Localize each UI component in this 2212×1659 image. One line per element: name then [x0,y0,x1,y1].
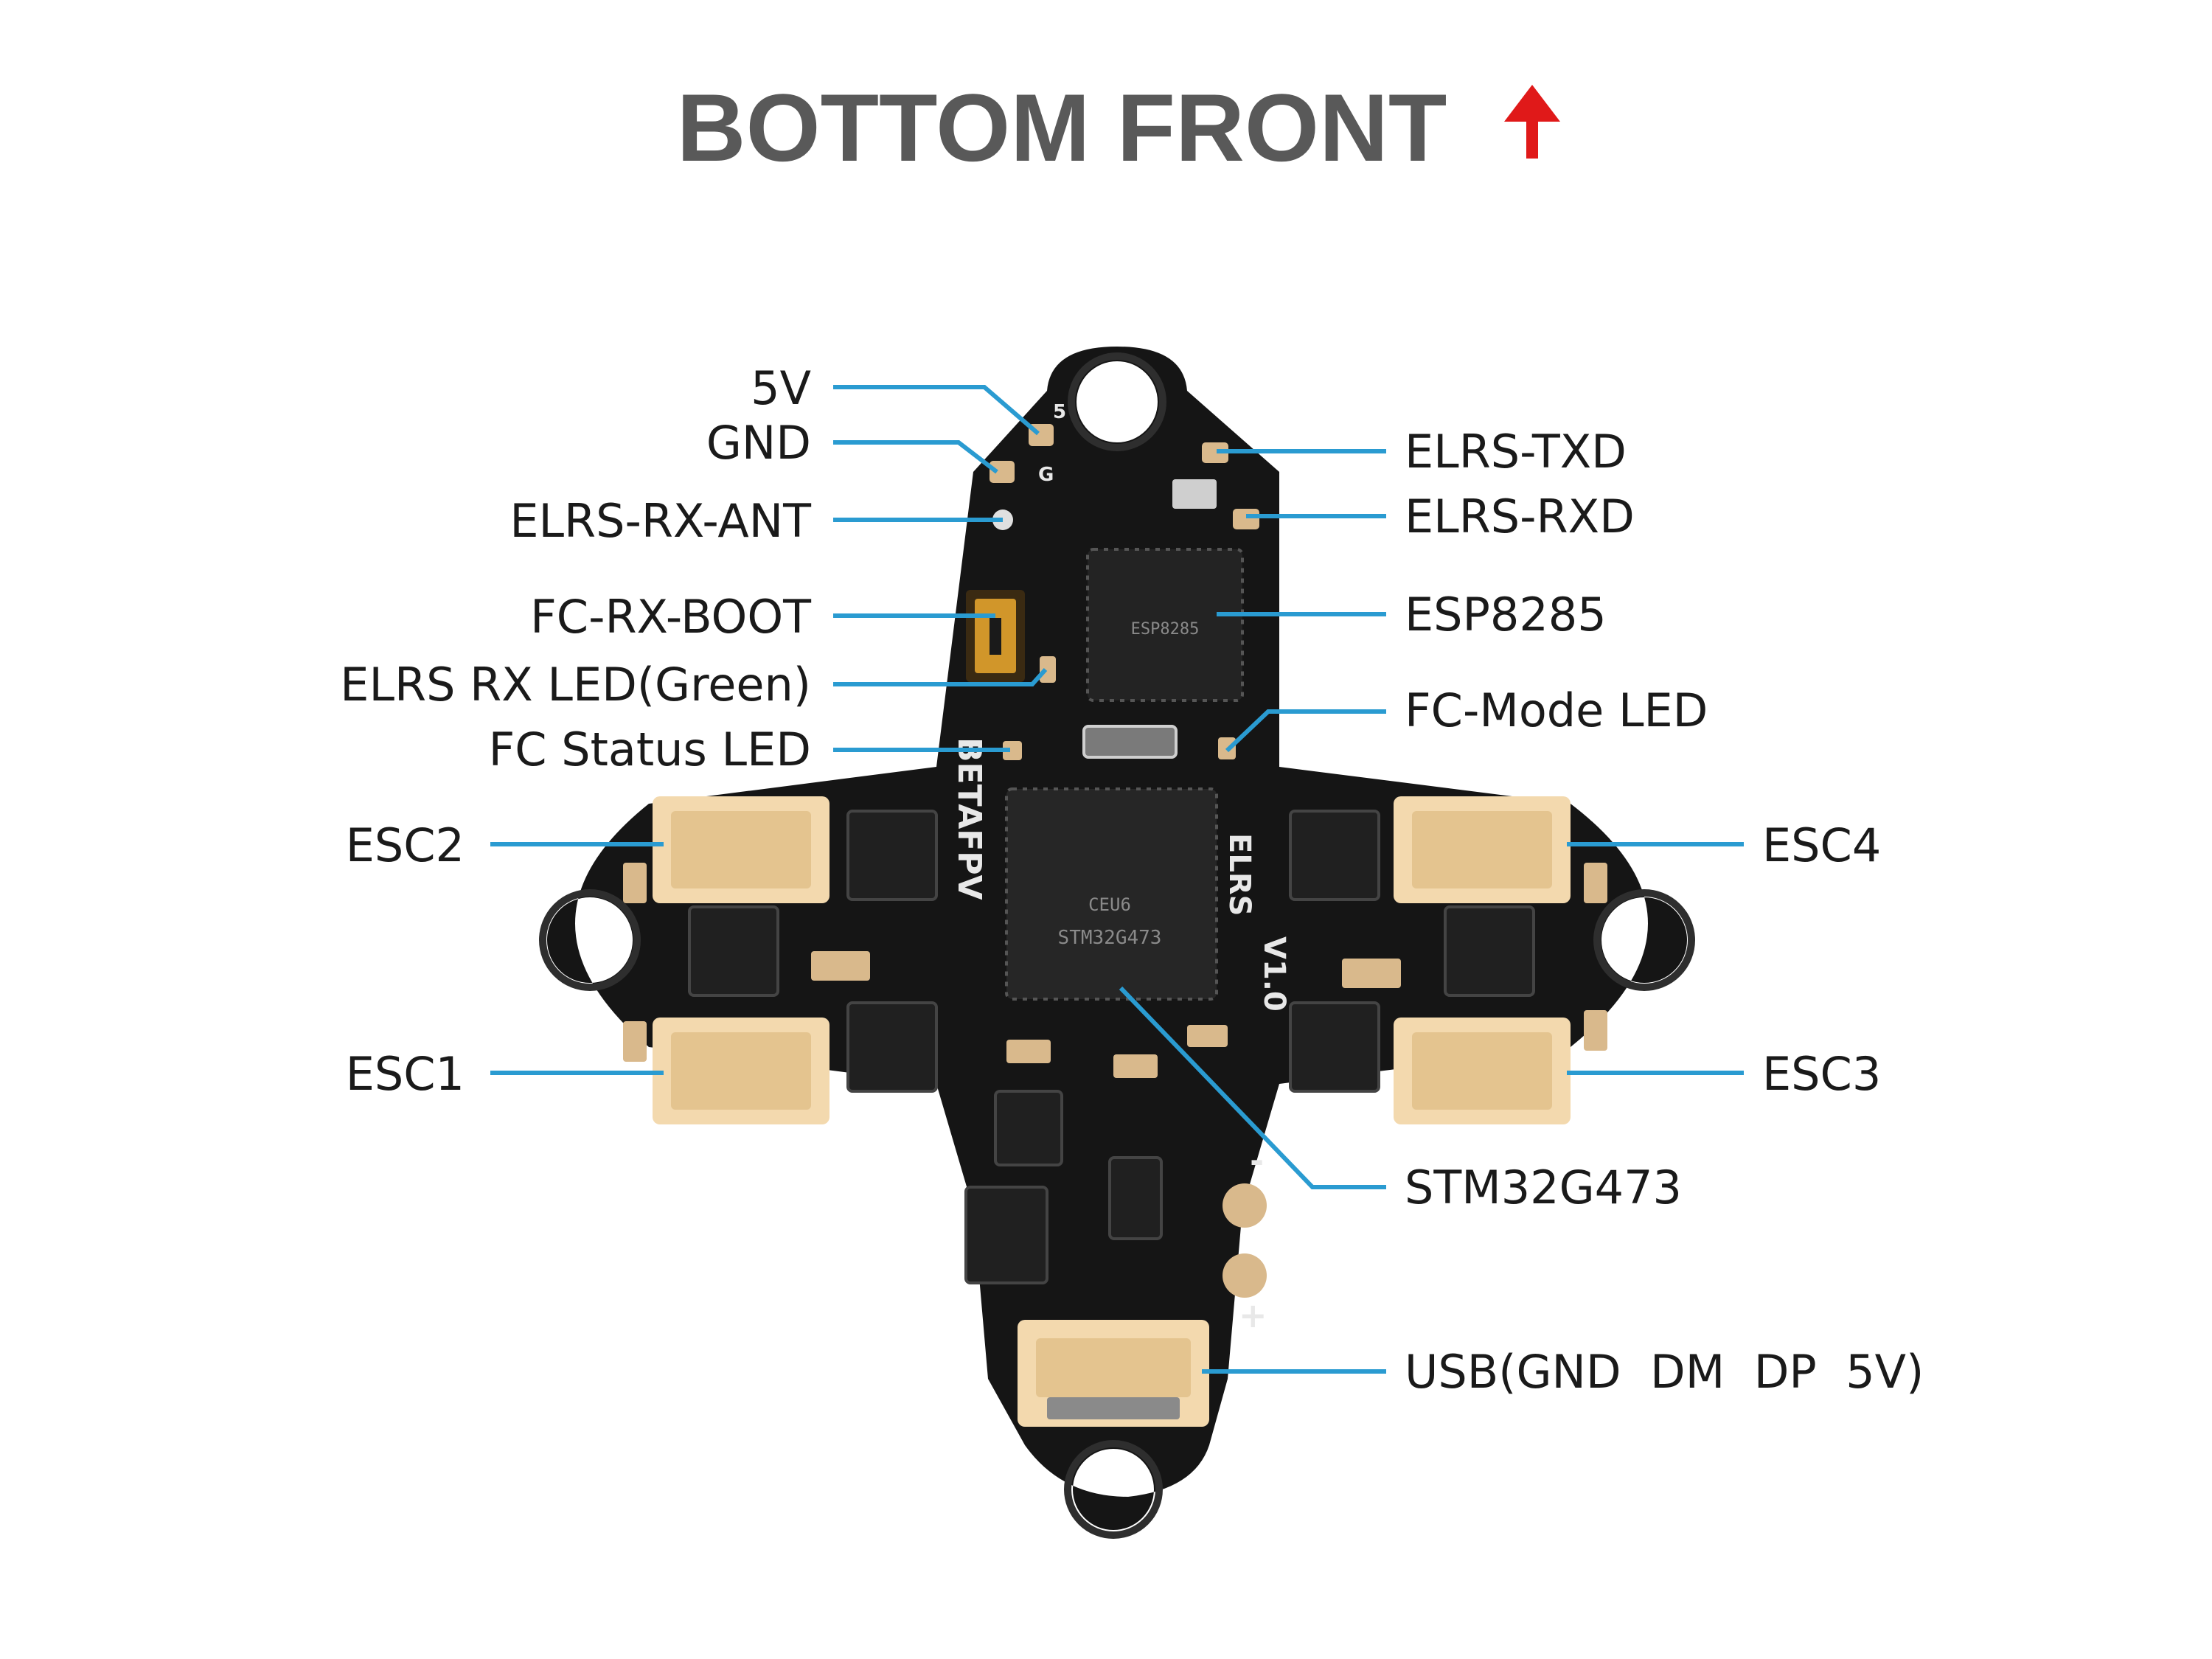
label-esc3: ESC3 [1762,1047,1881,1101]
label-fc-status-led: FC Status LED [489,723,811,776]
capacitor [1342,959,1401,988]
resistor [623,863,647,903]
svg-text:G: G [1038,464,1054,486]
capacitor [1006,1040,1051,1063]
mosfet [1289,810,1380,901]
version-silkscreen: V1.0 [1257,936,1291,1012]
elrs-rx-led [1040,656,1056,683]
pad-gnd [990,461,1015,483]
label-esc4: ESC4 [1762,818,1881,872]
crystal [1172,479,1217,509]
svg-text:ESP8285: ESP8285 [1131,620,1200,639]
label-esc2: ESC2 [346,818,465,872]
esc3-connector [1394,1018,1571,1124]
battery-pad-positive [1222,1253,1267,1298]
leader-5v [833,385,1040,436]
battery-pad-negative [1222,1183,1267,1228]
svg-text:-: - [1250,1141,1264,1180]
svg-text:5: 5 [1053,401,1066,423]
leader-elrs-rx-led [833,667,1048,686]
right-labels: ELRS-TXD ELRS-RXD ESP8285 FC-Mode LED ES… [1405,425,1924,1399]
esp8285-chip: ESP8285 [1086,548,1244,702]
label-fc-mode-led: FC-Mode LED [1405,684,1708,737]
flight-controller-board: 5 G ESP8285 CEU6 STM32G473 BETAFPV ELRS … [539,347,1695,1539]
svg-text:+: + [1239,1295,1267,1335]
mosfet [1289,1001,1380,1093]
usb-connector [1018,1320,1209,1427]
capacitor [1187,1025,1228,1047]
boot-button [966,590,1025,682]
regulator [1108,1156,1163,1240]
esc4-connector [1394,796,1571,903]
label-esp8285: ESP8285 [1405,588,1607,641]
label-fc-rx-boot: FC-RX-BOOT [530,590,812,644]
brand-silkscreen: BETAFPV [950,737,988,900]
resistor [1584,863,1607,903]
svg-text:CEU6: CEU6 [1088,894,1131,915]
label-esc1: ESC1 [346,1047,465,1101]
label-elrs-rxd: ELRS-RXD [1405,490,1635,543]
pad-elrs-rxd [1233,509,1259,529]
leader-lines [490,385,1744,1374]
mosfet [1444,905,1535,997]
label-elrs-rx-led: ELRS RX LED(Green) [340,658,811,712]
label-stm32: STM32G473 [1405,1161,1682,1214]
resistor [1584,1010,1607,1051]
mosfet [846,810,938,901]
leader-stm32 [1119,986,1386,1189]
label-elrs-rx-ant: ELRS-RX-ANT [509,494,812,548]
mosfet [688,905,779,997]
stm32-mcu: CEU6 STM32G473 [1005,787,1218,1001]
left-labels: 5V GND ELRS-RX-ANT FC-RX-BOOT ELRS RX LE… [340,361,812,1101]
status-led [1003,741,1022,760]
oscillator [1082,725,1178,759]
rx-silkscreen: ELRS [1222,833,1256,916]
pad-elrs-txd [1202,442,1228,463]
capacitor [1113,1054,1158,1078]
label-gnd: GND [706,416,811,470]
label-usb: USB(GND DM DP 5V) [1405,1345,1924,1399]
label-elrs-txd: ELRS-TXD [1405,425,1627,479]
svg-text:STM32G473: STM32G473 [1058,927,1162,949]
regulator [994,1090,1063,1166]
page-title: BOTTOM FRONT [677,74,1447,181]
inductor [964,1186,1048,1284]
leader-fc-mode-led [1225,709,1386,753]
mosfet [846,1001,938,1093]
leader-gnd [833,440,998,474]
up-arrow-icon [1504,85,1560,159]
esc1-connector [653,1018,830,1124]
label-5v: 5V [751,361,811,415]
esc2-connector [653,796,830,903]
capacitor [811,951,870,981]
resistor [623,1021,647,1062]
